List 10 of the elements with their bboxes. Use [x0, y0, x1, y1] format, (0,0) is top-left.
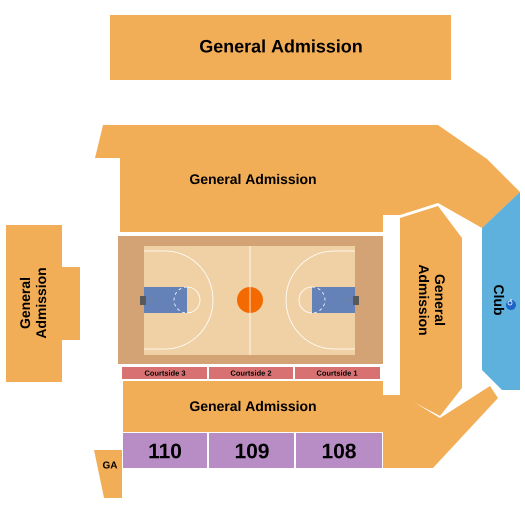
seating-section: 109 — [209, 433, 294, 468]
seating-section: Club — [482, 192, 520, 390]
seating-section: GA — [94, 450, 122, 498]
seating-section: General Admission — [110, 15, 451, 80]
node-label: General Admission — [418, 264, 446, 335]
seating-section: General Admission — [95, 125, 520, 232]
seating-section: 108 — [296, 433, 382, 468]
seating-section: 110 — [123, 433, 207, 468]
seating-section: General Admission — [6, 225, 80, 382]
seating-section: General Admission — [400, 206, 462, 416]
